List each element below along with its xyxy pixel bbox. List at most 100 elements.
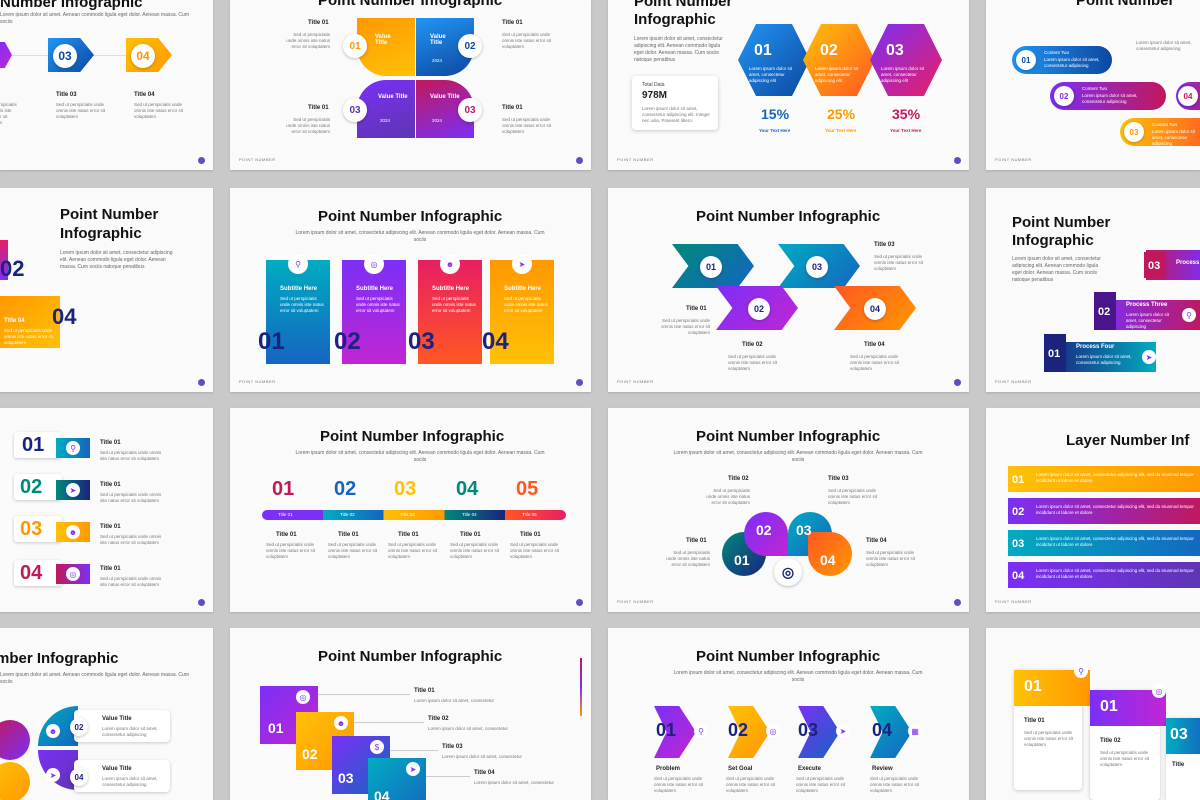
pill-text-3: Lorem ipsum dolor sit amet, consectetur …: [1152, 129, 1196, 146]
page-number-dot: [576, 379, 583, 386]
slide-2[interactable]: Point Number Infographic Title 01 Sed ut…: [230, 0, 591, 170]
step-number-1: 01: [1048, 348, 1061, 360]
arrow-number-4: 04: [872, 720, 893, 740]
slide-10[interactable]: Point Number Infographic Lorem ipsum dol…: [230, 408, 591, 612]
target-icon: ◎: [774, 558, 802, 586]
big-number-4: 04: [52, 304, 77, 329]
layer-text-2: Lorem ipsum dolor sit amet, consectetur …: [1036, 504, 1194, 515]
tab-number-2: 01: [1100, 698, 1118, 715]
target-icon: ◎: [766, 724, 780, 738]
slide-title: mber Infographic: [0, 650, 119, 667]
arrow-number-3: 03: [798, 720, 819, 740]
card-text-2: Sed ut perspiciatis unde omnis iste natu…: [356, 296, 400, 313]
petal-number-1: 01: [734, 552, 750, 568]
page-number-dot: [198, 379, 205, 386]
total-data-card: [632, 76, 718, 130]
step-number-3: 03: [1148, 260, 1161, 272]
slide-12[interactable]: Layer Number Inf 01 02 03 04 Lorem ipsum…: [986, 408, 1200, 612]
item-title-2: Title 01: [338, 532, 359, 538]
step-text-4: Sed ut perspiciatis unde omnis iste natu…: [870, 776, 920, 793]
slide-11[interactable]: Point Number Infographic Lorem ipsum dol…: [608, 408, 969, 612]
number-3: 03: [394, 478, 417, 500]
footer-label: POINT NUMBER: [239, 157, 276, 162]
card-subtitle-2: Subtitle Here: [356, 286, 394, 292]
slide-title-line2: Infographic: [634, 11, 716, 28]
item-title-5: Title 01: [520, 532, 541, 538]
slide-title: Number Infographic: [0, 0, 143, 11]
slide-8[interactable]: Point Number Infographic Lorem ipsum dol…: [986, 188, 1200, 392]
row-2-tab: [14, 474, 62, 500]
year-3: 2024: [380, 118, 391, 123]
bar-label-5: Title 05: [522, 512, 537, 517]
rocket-icon: ➤: [836, 724, 850, 738]
bar-magenta: [0, 240, 8, 280]
page-number-dot: [954, 599, 961, 606]
percent-caption-3: Your Text Here: [890, 128, 922, 133]
team-icon: ☻: [440, 254, 460, 274]
team-icon: ☻: [334, 716, 348, 730]
value-number-4: 04: [70, 768, 88, 786]
footer-label: POINT NUMBER: [995, 599, 1032, 604]
slide-6[interactable]: Point Number Infographic Lorem ipsum dol…: [230, 188, 591, 392]
card-1: [266, 260, 330, 364]
half-circle-magenta: [0, 720, 30, 760]
slide-4[interactable]: Point Number 01 Content Two Lorem ipsum …: [986, 0, 1200, 170]
tab-header-3: [1166, 718, 1200, 754]
row-3-tab: [14, 516, 62, 542]
hex-number-3: 03: [886, 42, 904, 59]
step-label-2: Set Goal: [728, 766, 753, 772]
square-number-2: 02: [302, 746, 318, 762]
slide-5[interactable]: Point Number Infographic Lorem ipsum dol…: [0, 188, 213, 392]
slide-13[interactable]: mber Infographic Lorem ipsum dolor sit a…: [0, 628, 213, 800]
pill-content-1: Content Two: [1044, 50, 1070, 55]
item-title-4: Title 04: [134, 92, 155, 98]
team-icon: ☻: [46, 724, 60, 738]
slide-15[interactable]: Point Number Infographic Lorem ipsum dol…: [608, 628, 969, 800]
value-title-1: Value Title: [375, 34, 391, 46]
pill-number-2: 02: [1054, 86, 1074, 106]
pill-number-1: 01: [1016, 50, 1036, 70]
layer-number-1: 01: [1012, 474, 1025, 486]
item-title-2: Title 01: [502, 20, 523, 26]
row-number-4: 04: [20, 562, 43, 584]
value-text-2: Lorem ipsum dolor sit amet, consectetur …: [102, 776, 158, 787]
row-number-3: 03: [20, 518, 43, 540]
layer-4: [1008, 562, 1200, 588]
step-label-1: Problem: [656, 766, 681, 772]
card-text-1: Sed ut perspiciatis unde omnis iste natu…: [280, 296, 324, 313]
layer-3: [1008, 530, 1200, 556]
number-badge-3: 03: [53, 44, 77, 68]
row-text-1: Sed ut perspiciatis unde omnis iste natu…: [100, 450, 162, 461]
slide-title-line1: Point Number: [1012, 214, 1111, 231]
text-1: Sed ut perspiciatis unde omnis iste natu…: [660, 318, 710, 335]
text-4: Sed ut perspiciatis unde omnis iste natu…: [866, 550, 916, 567]
leader-1: [318, 694, 410, 695]
bar-label-1: Title 01: [278, 512, 293, 517]
rocket-icon: ➤: [46, 768, 60, 782]
hexagon-2: [803, 24, 875, 96]
pill-content-2: Content Two: [1082, 86, 1108, 91]
slide-9[interactable]: 01 ⚲ Title 01 Sed ut perspiciatis unde o…: [0, 408, 213, 612]
page-number-dot: [954, 157, 961, 164]
square-number-3: 03: [338, 770, 354, 786]
number-badge-4: 03: [458, 98, 482, 122]
slide-14[interactable]: Point Number Infographic 01 ◎ 02 ☻ 03 $ …: [230, 628, 591, 800]
step-label-top: Process: [1176, 260, 1200, 266]
value-number-2: 02: [70, 718, 88, 736]
slide-1[interactable]: Number Infographic Lorem ipsum dolor sit…: [0, 0, 213, 170]
slide-16[interactable]: 01 ⚲ Title 01 Sed ut perspiciatis unde o…: [986, 628, 1200, 800]
rocket-icon: ➤: [66, 483, 80, 497]
footer-label: POINT NUMBER: [617, 379, 654, 384]
step-label-3: Execute: [798, 766, 822, 772]
row-title-2: Title 01: [100, 482, 121, 488]
text-4: Sed ut perspiciatis unde omnis iste natu…: [850, 354, 900, 371]
slide-7[interactable]: Point Number Infographic 01 03 02 04 Tit…: [608, 188, 969, 392]
pill-content-3: Content Two: [1152, 122, 1178, 127]
slide-3[interactable]: Point Number Infographic Lorem ipsum dol…: [608, 0, 969, 170]
item-text-2: Sed ut perspiciatis unde omnis iste natu…: [328, 542, 378, 559]
leader-text-4: Lorem ipsum dolor sit amet, consectetur: [474, 780, 555, 785]
footer-label: POINT NUMBER: [995, 379, 1032, 384]
row-text-3: Sed ut perspiciatis unde omnis iste natu…: [100, 534, 162, 545]
block-text-4: Sed ut perspiciatis unde omnis iste natu…: [4, 328, 54, 345]
slide-title: Point Number Infographic: [696, 648, 881, 665]
